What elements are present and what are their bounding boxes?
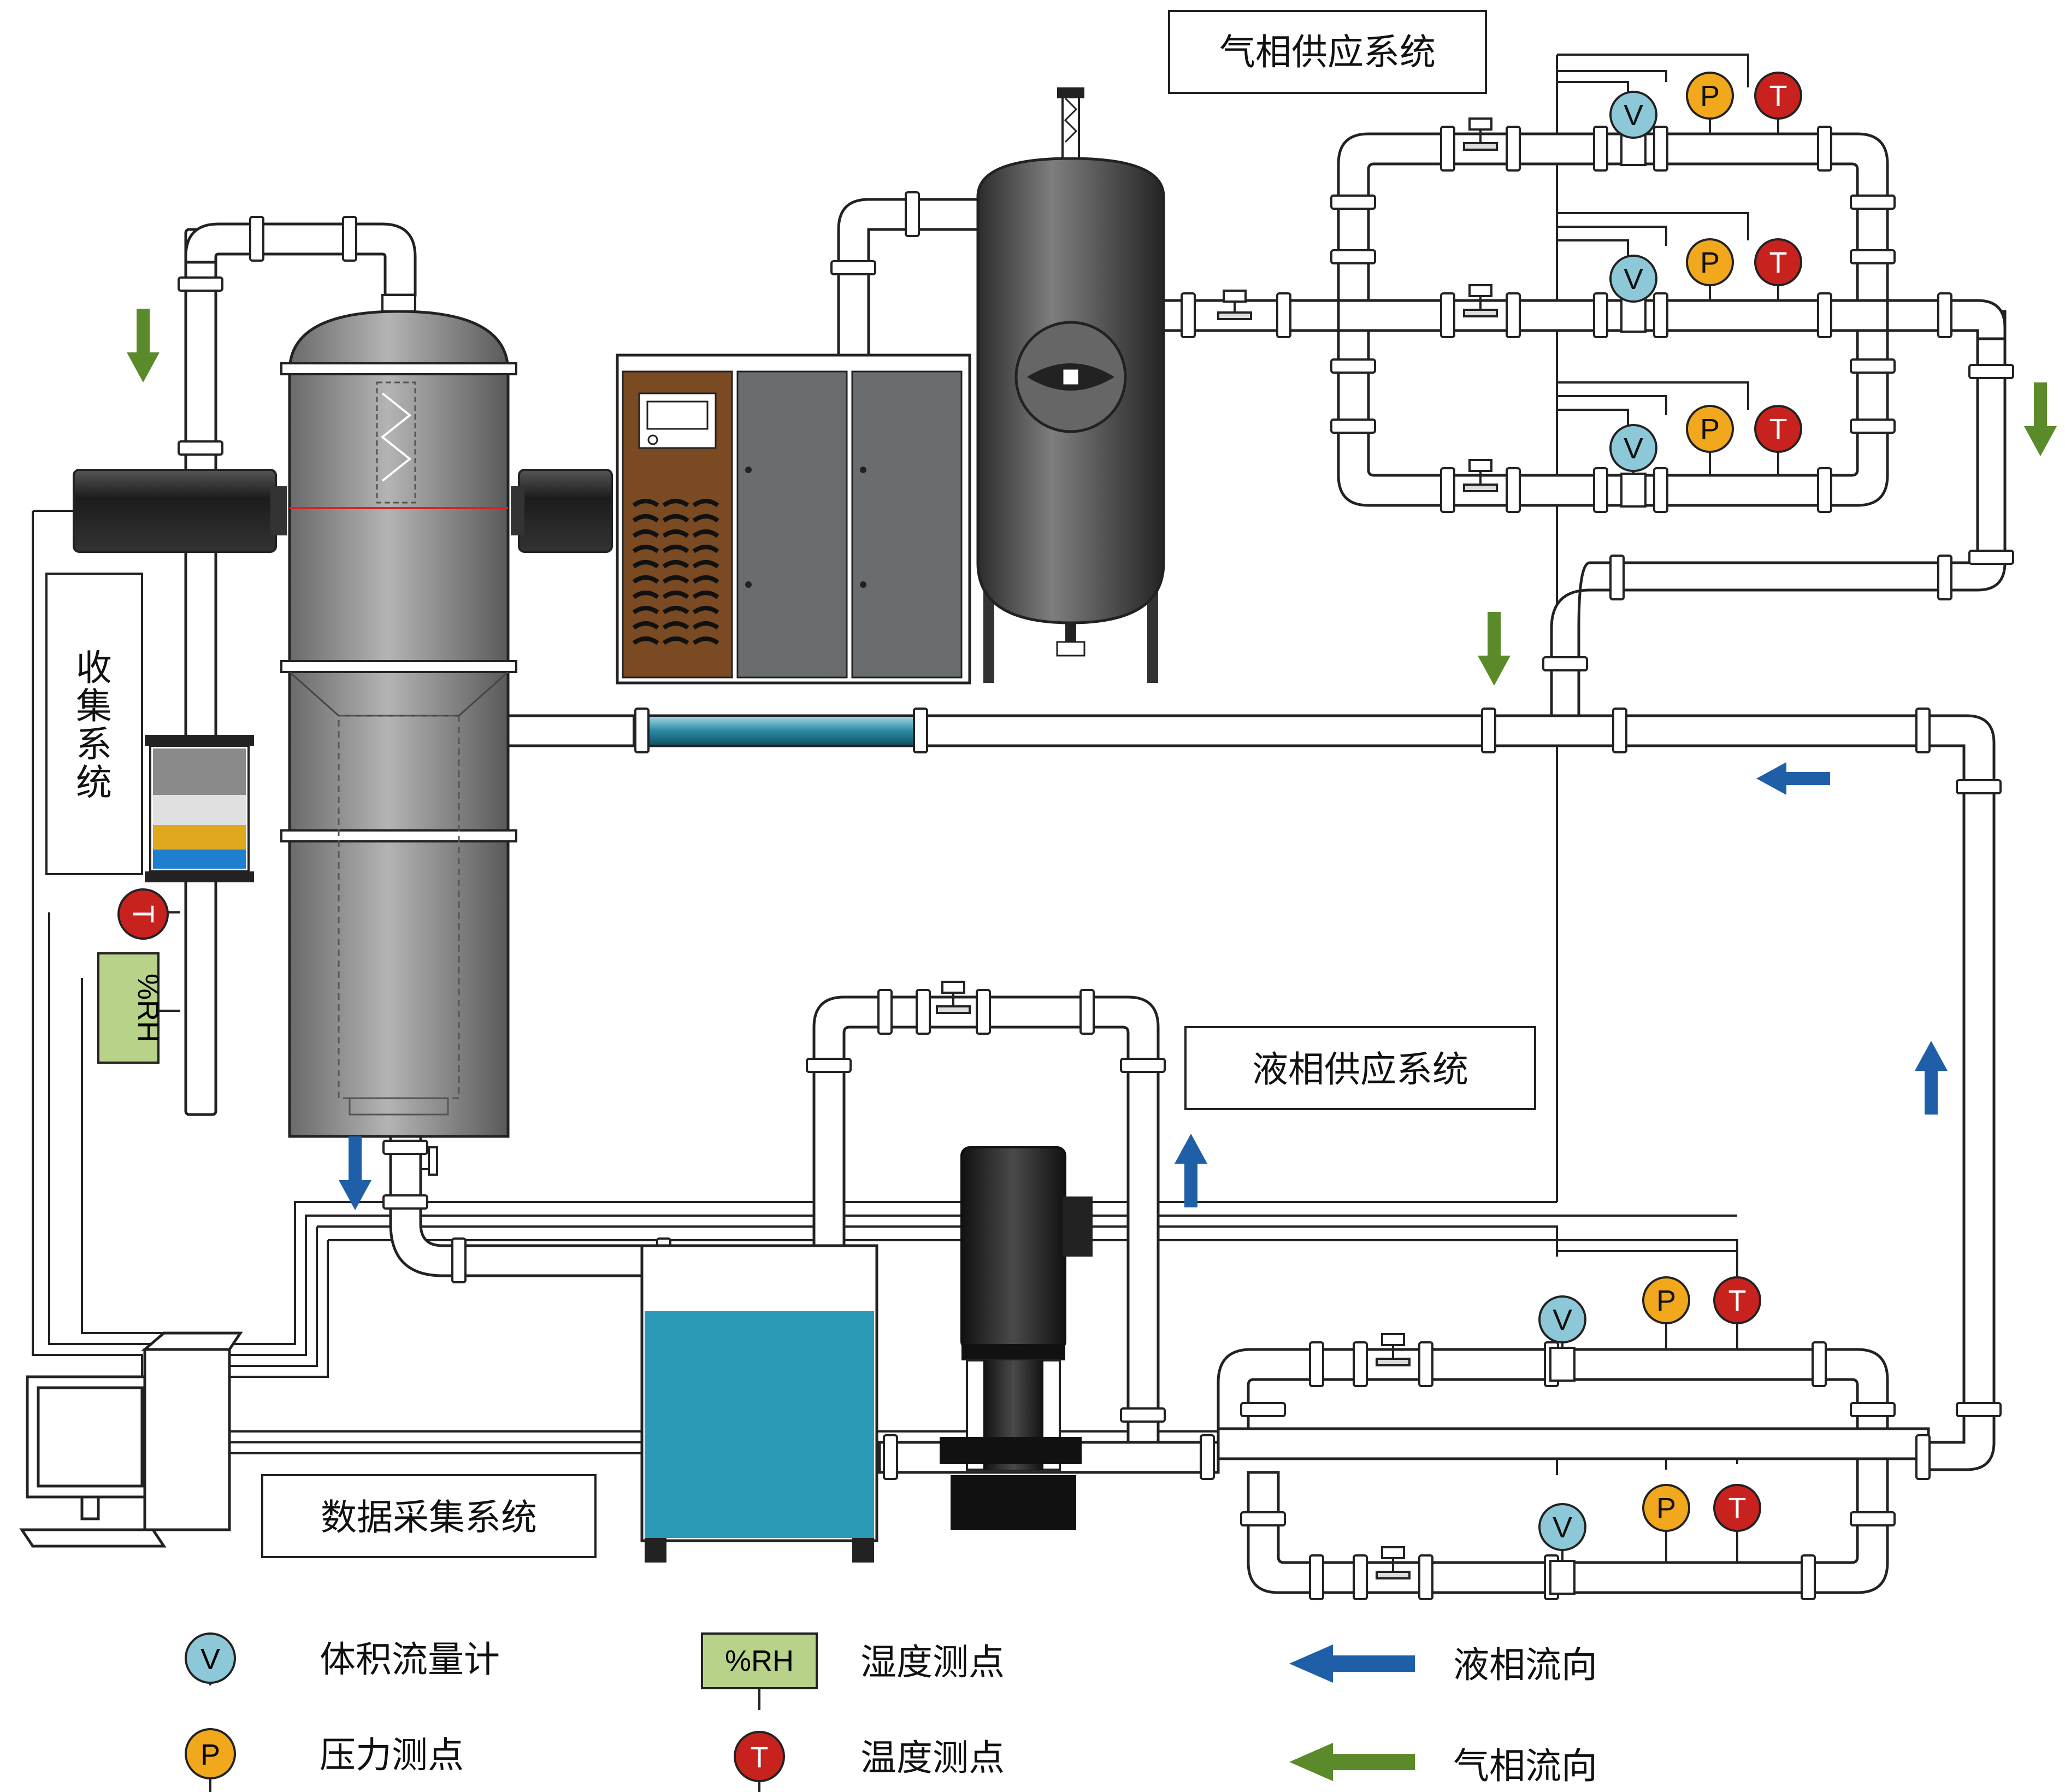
legend-gas-flow-text: 气相流向: [1453, 1745, 1597, 1787]
gauge-v-6: V: [1609, 424, 1657, 508]
gauge-t-14-label: T: [1728, 1492, 1747, 1525]
legend-pressure-symbol: P: [200, 1738, 220, 1771]
temperature-sensor-left: T: [117, 888, 169, 940]
gauge-p-13-label: P: [1656, 1492, 1676, 1525]
legend-temperature-symbol: T: [751, 1741, 769, 1774]
temperature-sensor-left-label: T: [127, 905, 160, 923]
gauge-t-5: T: [1754, 238, 1802, 302]
gas-supply-label-box: 气相供应系统: [1168, 10, 1487, 94]
liquid-flow-arrow-3: [1175, 1134, 1207, 1207]
legend-liquid-flow-text: 液相流向: [1453, 1644, 1597, 1686]
liquid-flow-arrow-1: [1756, 762, 1830, 795]
computer: [19, 1331, 243, 1548]
gauge-t-8-label: T: [1769, 413, 1787, 446]
legend-humidity-text: 湿度测点: [860, 1641, 1005, 1683]
absorption-tower: [280, 294, 517, 1138]
gauge-p-7: P: [1686, 405, 1734, 476]
gauge-p-10-label: P: [1656, 1284, 1676, 1317]
gas-supply-label: 气相供应系统: [1219, 31, 1436, 73]
legend-temperature-text: 温度测点: [860, 1737, 1005, 1779]
gauge-v-3-label: V: [1624, 263, 1643, 296]
collection-label-char-3: 系: [76, 723, 112, 765]
legend-gas-flow: 气相流向: [1289, 1743, 1597, 1787]
gauge-v-3: V: [1609, 255, 1657, 333]
gauge-p-4-label: P: [1700, 246, 1720, 279]
data-acquisition-label-box: 数据采集系统: [261, 1474, 597, 1558]
humidity-sensor-label: %RH: [132, 974, 164, 1042]
liquid-flow-arrow-2: [1915, 1041, 1948, 1115]
water-tank: [640, 1244, 878, 1563]
gauge-v-12: V: [1538, 1503, 1586, 1595]
gauge-v-12-label: V: [1553, 1511, 1572, 1544]
gauge-p-13: P: [1642, 1484, 1690, 1564]
collection-label-char-2: 集: [76, 685, 112, 727]
data-acquisition-label: 数据采集系统: [321, 1496, 537, 1538]
legend-pressure: P 压力测点: [185, 1728, 464, 1792]
gauge-v-6-label: V: [1624, 432, 1643, 465]
gauge-v-9-label: V: [1553, 1304, 1572, 1336]
collection-label-box: 收 集 系 统: [45, 573, 143, 875]
humidity-sensor: %RH: [97, 952, 164, 1064]
legend-flowmeter-symbol: V: [200, 1643, 220, 1676]
pipe-flanges: [178, 126, 2014, 1600]
gauge-v-9: V: [1538, 1295, 1586, 1382]
collection-label-char-1: 收: [76, 647, 112, 689]
liquid-supply-label: 液相供应系统: [1252, 1048, 1468, 1090]
gas-flow-arrow-2: [2024, 382, 2057, 456]
gauge-t-2-label: T: [1769, 80, 1787, 113]
legend-humidity-symbol: %RH: [725, 1644, 794, 1677]
collection-vessel: [145, 735, 254, 882]
gauge-t-2: T: [1754, 72, 1802, 135]
gauge-v-0: V: [1609, 91, 1657, 166]
gauge-p-7-label: P: [1700, 413, 1720, 446]
gauge-t-8: T: [1754, 405, 1802, 476]
gauge-p-4: P: [1686, 238, 1734, 302]
flow-arrows: [127, 309, 2057, 1210]
legend-flowmeter-text: 体积流量计: [320, 1638, 500, 1681]
gauge-t-11-label: T: [1728, 1284, 1747, 1317]
gas-flow-arrow-1: [127, 309, 160, 382]
legend-liquid-flow: 液相流向: [1289, 1644, 1597, 1686]
legend: V 体积流量计 P 压力测点 %RH 湿度测点 T 温度测点 液相流向 气相流向: [185, 1632, 1597, 1792]
gauge-p-1: P: [1686, 72, 1734, 135]
gauge-p-1-label: P: [1700, 80, 1720, 113]
laser-emitter: [73, 469, 287, 553]
air-compressor: [616, 353, 971, 685]
gauge-p-10: P: [1642, 1276, 1690, 1351]
measurement-gauges: V P T V P T V P T V P T V P T: [1538, 72, 1802, 1595]
legend-temperature: T 温度测点: [734, 1731, 1005, 1792]
legend-humidity: %RH 湿度测点: [701, 1632, 1005, 1710]
legend-flowmeter: V 体积流量计: [185, 1632, 500, 1685]
sight-glass-pipe: [633, 715, 919, 747]
laser-receiver: [511, 469, 613, 553]
collection-label-char-4: 统: [76, 762, 112, 804]
gas-flow-arrow-3: [1478, 612, 1511, 686]
liquid-supply-label-box: 液相供应系统: [1184, 1026, 1536, 1110]
centrifugal-pump: [940, 1146, 1093, 1530]
legend-pressure-text: 压力测点: [320, 1734, 464, 1776]
liquid-flow-arrow-4: [339, 1136, 371, 1210]
gas-buffer-tank: [976, 87, 1165, 683]
gauge-t-5-label: T: [1769, 246, 1787, 279]
gauge-t-14: T: [1713, 1484, 1761, 1564]
valves[interactable]: [421, 117, 1498, 1579]
gauge-t-11: T: [1713, 1276, 1761, 1351]
gauge-v-0-label: V: [1624, 99, 1643, 132]
